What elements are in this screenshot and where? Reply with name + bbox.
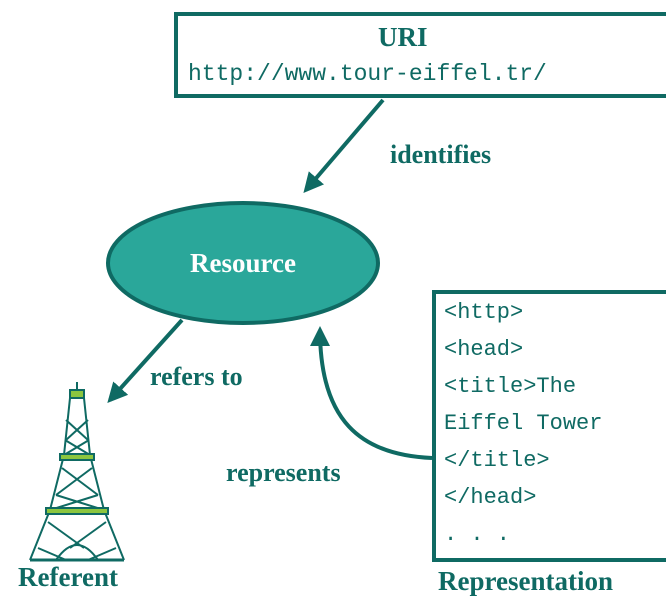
representation-box: <http> <head> <title>The Eiffel Tower </… xyxy=(432,290,666,562)
represents-arrow xyxy=(310,326,433,460)
uri-box: URI http://www.tour-eiffel.tr/ xyxy=(174,12,666,98)
eiffel-tower-icon xyxy=(29,382,125,562)
code-line: <http> xyxy=(444,300,524,325)
code-line: <title>The xyxy=(444,374,577,399)
referent-caption: Referent xyxy=(18,562,118,592)
resource-label: Resource xyxy=(190,248,296,278)
uri-title: URI xyxy=(378,22,428,52)
representation-caption: Representation xyxy=(438,566,613,596)
code-line: . . . xyxy=(444,522,511,547)
code-line: </head> xyxy=(444,485,537,510)
identifies-arrow xyxy=(303,98,385,194)
identifies-label: identifies xyxy=(390,140,492,169)
code-line: </title> xyxy=(444,448,550,473)
refers-to-label: refers to xyxy=(150,362,243,391)
code-line: <head> xyxy=(444,337,524,362)
code-line: Eiffel Tower xyxy=(444,411,603,436)
resource-node xyxy=(106,201,380,325)
uri-url: http://www.tour-eiffel.tr/ xyxy=(188,61,547,87)
represents-label: represents xyxy=(226,458,341,487)
refers-to-arrow xyxy=(107,318,184,403)
